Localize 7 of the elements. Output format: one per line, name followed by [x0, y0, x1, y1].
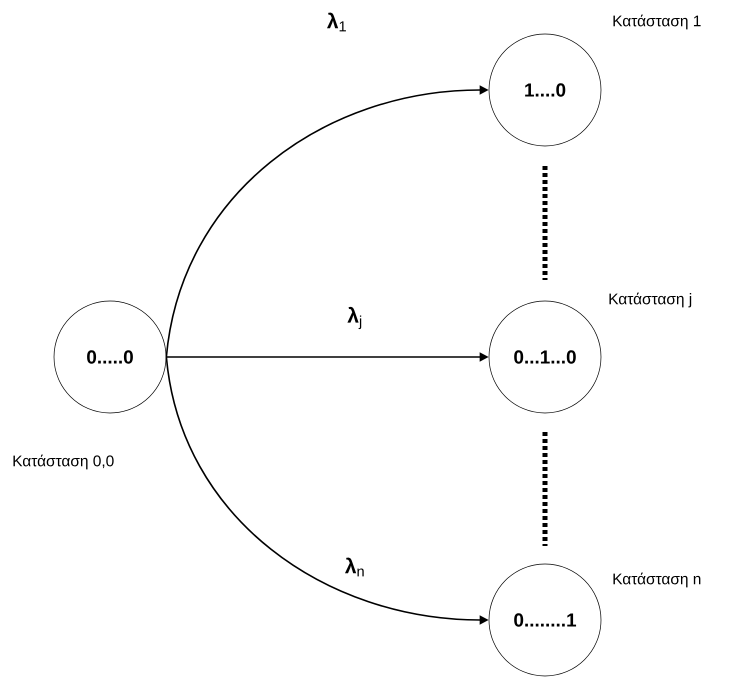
state-label: Κατάσταση 0,0 [13, 454, 114, 470]
edge-label: λ$_{n}$ [344, 556, 366, 578]
edge-label: λ$_{j}$ [346, 306, 364, 330]
state-label: Κατάσταση n [613, 572, 700, 588]
edge-label: λ$_{1}$ [326, 12, 348, 32]
state-label: Κατάσταση 1 [613, 14, 701, 30]
state-label: Κατάσταση j [609, 292, 692, 308]
